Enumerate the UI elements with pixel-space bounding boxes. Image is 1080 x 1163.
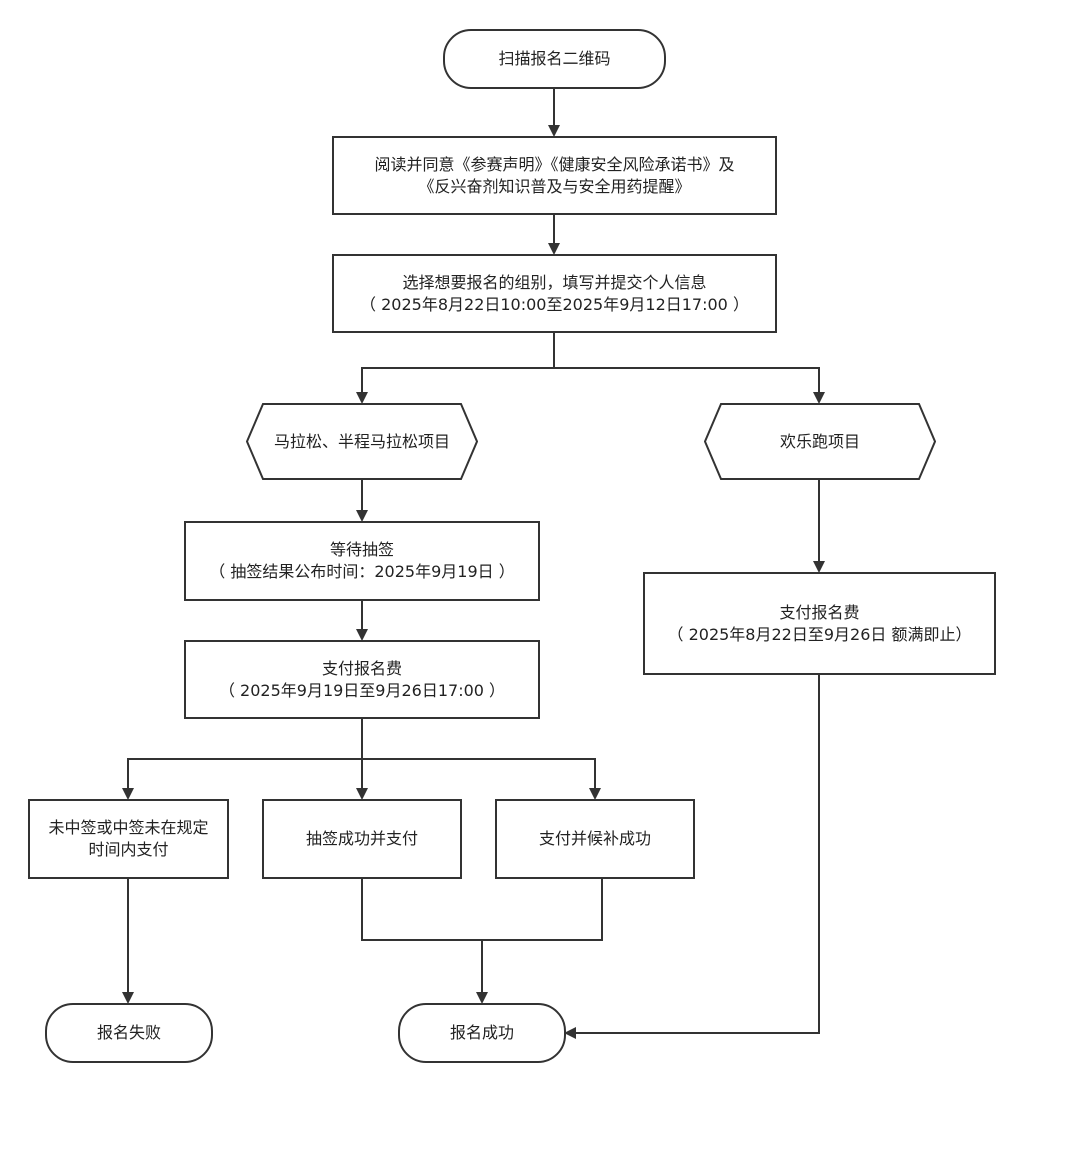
not-selected-line1: 未中签或中签未在规定 — [48, 818, 209, 837]
pay-fee-fun-step: 支付报名费 （ 2025年8月22日至9月26日 额满即止） — [643, 572, 996, 675]
edge-pay-to-waitlist — [362, 758, 601, 800]
wait-lottery-line2: （ 抽签结果公布时间：2025年9月19日 ） — [209, 562, 515, 581]
read-agree-line2: 《反兴奋剂知识普及与安全用药提醒》 — [418, 176, 691, 196]
fun-run-label: 欢乐跑项目 — [779, 431, 860, 451]
waitlist-paid-label: 支付并候补成功 — [538, 829, 651, 848]
wait-lottery-line1: 等待抽签 — [329, 540, 394, 559]
waitlist-paid-outcome: 支付并候补成功 — [495, 799, 695, 879]
edge-pay-to-notselected — [122, 758, 362, 800]
read-agree-line1: 阅读并同意《参赛声明》《健康安全风险承诺书》及 — [374, 154, 735, 174]
selected-paid-label: 抽签成功并支付 — [305, 829, 418, 848]
hexagon-shape — [246, 403, 478, 480]
hexagon-shape — [704, 403, 936, 480]
not-selected-outcome: 未中签或中签未在规定 时间内支付 — [28, 799, 229, 879]
pay-fee-marathon-line1: 支付报名费 — [321, 658, 402, 678]
pay-fee-marathon-line2: （ 2025年9月19日至9月26日17:00 ） — [218, 680, 506, 700]
reg-success-label: 报名成功 — [449, 1023, 514, 1042]
read-agree-step: 阅读并同意《参赛声明》《健康安全风险承诺书》及 《反兴奋剂知识普及与安全用药提醒… — [332, 136, 777, 215]
wait-lottery-step: 等待抽签 （ 抽签结果公布时间：2025年9月19日 ） — [184, 521, 540, 601]
pay-fee-fun-line2: （ 2025年8月22日至9月26日 额满即止） — [667, 624, 972, 644]
marathon-branch: 马拉松、半程马拉松项目 — [246, 403, 478, 480]
edge-funpay-to-success — [564, 675, 820, 1039]
choose-group-line2: （ 2025年8月22日10:00至2025年9月12日17:00 ） — [360, 294, 749, 314]
fun-run-branch: 欢乐跑项目 — [704, 403, 936, 480]
start-scan-qr: 扫描报名二维码 — [443, 29, 666, 89]
scan-qr-label: 扫描报名二维码 — [498, 49, 611, 68]
selected-paid-outcome: 抽签成功并支付 — [262, 799, 462, 879]
marathon-label: 马拉松、半程马拉松项目 — [273, 431, 450, 451]
end-reg-success: 报名成功 — [398, 1003, 566, 1063]
choose-group-line1: 选择想要报名的组别，填写并提交个人信息 — [402, 272, 707, 292]
reg-failed-label: 报名失败 — [96, 1023, 161, 1042]
edge-choose-to-marathon — [356, 333, 555, 404]
not-selected-line2: 时间内支付 — [88, 840, 169, 859]
end-reg-failed: 报名失败 — [45, 1003, 213, 1063]
edge-choose-to-funrun — [554, 367, 825, 404]
choose-group-step: 选择想要报名的组别，填写并提交个人信息 （ 2025年8月22日10:00至20… — [332, 254, 777, 333]
pay-fee-fun-line1: 支付报名费 — [779, 602, 860, 622]
pay-fee-marathon-step: 支付报名费 （ 2025年9月19日至9月26日17:00 ） — [184, 640, 540, 719]
edge-merge-to-success — [361, 879, 603, 1002]
